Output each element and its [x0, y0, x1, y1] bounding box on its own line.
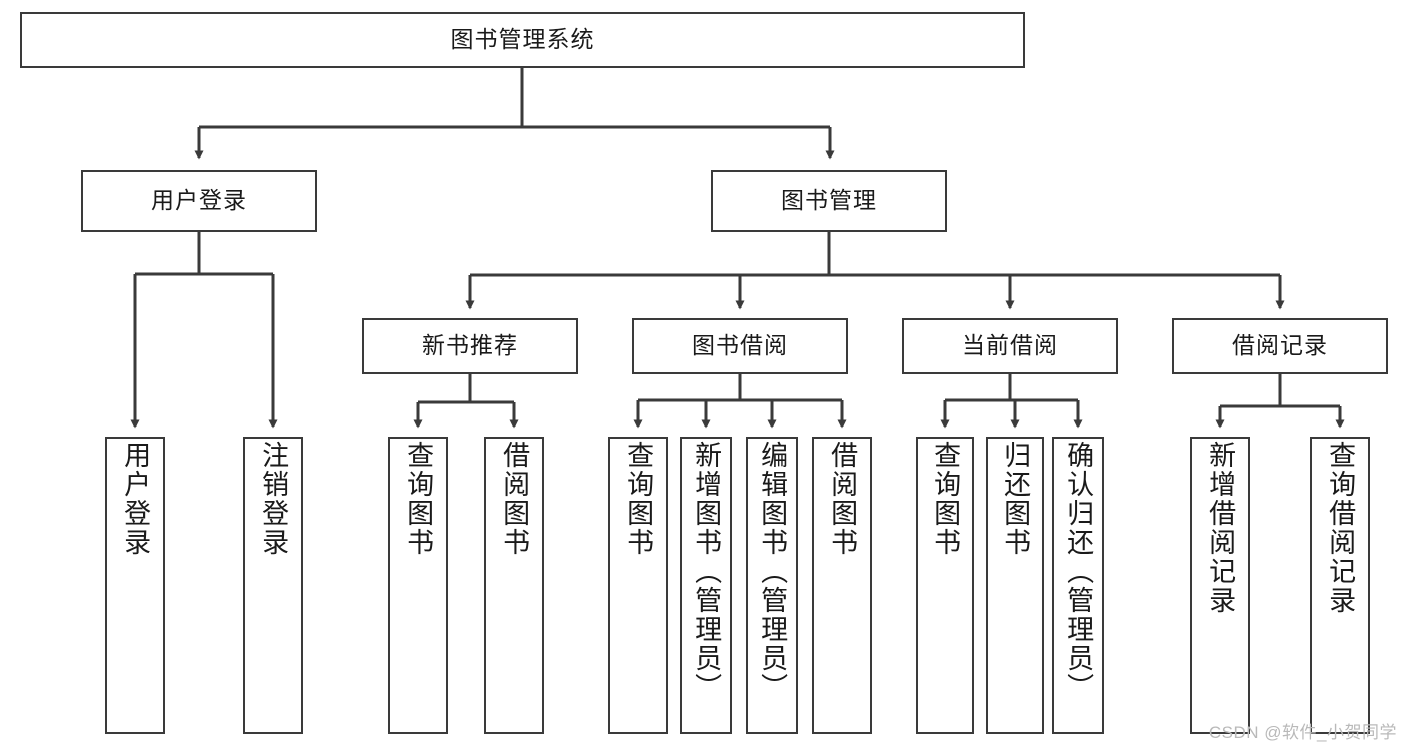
node-leaf-user-logout[interactable]: 注销登录 [243, 437, 303, 734]
node-leaf-query-book-bor-label: 查询图书 [623, 441, 654, 557]
node-leaf-query-record[interactable]: 查询借阅记录 [1310, 437, 1370, 734]
node-root[interactable]: 图书管理系统 [20, 12, 1025, 68]
node-leaf-user-logout-label: 注销登录 [258, 441, 289, 557]
node-leaf-add-book-label: 新增图书（管理员） [691, 441, 722, 702]
node-leaf-query-book-bor[interactable]: 查询图书 [608, 437, 668, 734]
node-leaf-query-record-label: 查询借阅记录 [1325, 441, 1356, 615]
node-book-borrow[interactable]: 图书借阅 [632, 318, 848, 374]
node-leaf-query-book-rec[interactable]: 查询图书 [388, 437, 448, 734]
node-leaf-query-book-cur-label: 查询图书 [930, 441, 961, 557]
node-borrow-record-label: 借阅记录 [1232, 332, 1328, 359]
node-book-manage-label: 图书管理 [781, 187, 877, 214]
node-leaf-borrow-book-bor[interactable]: 借阅图书 [812, 437, 872, 734]
node-user-login[interactable]: 用户登录 [81, 170, 317, 232]
node-leaf-confirm-return[interactable]: 确认归还（管理员） [1052, 437, 1104, 734]
node-leaf-confirm-return-label: 确认归还（管理员） [1063, 441, 1094, 702]
node-borrow-record[interactable]: 借阅记录 [1172, 318, 1388, 374]
node-leaf-edit-book[interactable]: 编辑图书（管理员） [746, 437, 798, 734]
node-leaf-add-book[interactable]: 新增图书（管理员） [680, 437, 732, 734]
node-leaf-borrow-book-rec[interactable]: 借阅图书 [484, 437, 544, 734]
node-leaf-query-book-rec-label: 查询图书 [403, 441, 434, 557]
node-leaf-return-book-label: 归还图书 [1000, 441, 1031, 557]
node-leaf-user-login[interactable]: 用户登录 [105, 437, 165, 734]
node-leaf-borrow-book-rec-label: 借阅图书 [499, 441, 530, 557]
node-leaf-borrow-book-bor-label: 借阅图书 [827, 441, 858, 557]
node-leaf-add-record-label: 新增借阅记录 [1205, 441, 1236, 615]
node-leaf-add-record[interactable]: 新增借阅记录 [1190, 437, 1250, 734]
node-new-book-recommend[interactable]: 新书推荐 [362, 318, 578, 374]
node-current-borrow-label: 当前借阅 [962, 332, 1058, 359]
node-leaf-edit-book-label: 编辑图书（管理员） [757, 441, 788, 702]
node-leaf-user-login-label: 用户登录 [120, 441, 151, 557]
node-leaf-return-book[interactable]: 归还图书 [986, 437, 1044, 734]
node-current-borrow[interactable]: 当前借阅 [902, 318, 1118, 374]
node-root-label: 图书管理系统 [450, 26, 595, 53]
node-book-borrow-label: 图书借阅 [692, 332, 788, 359]
node-leaf-query-book-cur[interactable]: 查询图书 [916, 437, 974, 734]
node-book-manage[interactable]: 图书管理 [711, 170, 947, 232]
node-new-book-recommend-label: 新书推荐 [422, 332, 518, 359]
node-user-login-label: 用户登录 [151, 187, 247, 214]
